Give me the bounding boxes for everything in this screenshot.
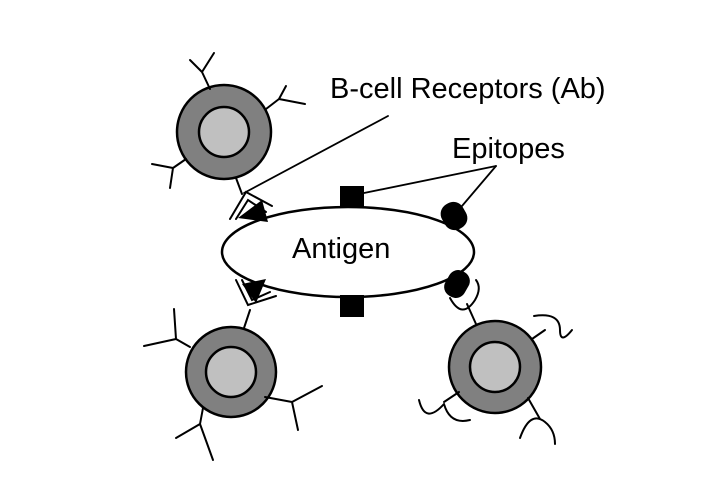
bcell-bottom-left-nucleus <box>204 345 258 399</box>
antibody-u-icon <box>418 391 471 422</box>
antibody-y-icon <box>265 85 306 110</box>
epitope-triangle-top-left <box>238 200 268 222</box>
antibody-y-icon <box>175 407 214 461</box>
antibody-u-icon <box>519 397 556 445</box>
antibody-y-icon <box>189 52 215 90</box>
receptor-bound-v-icon <box>235 279 277 329</box>
antibody-y-icon <box>264 385 323 431</box>
bcell-bottom-right-nucleus <box>468 340 522 394</box>
antibody-u-icon <box>531 314 573 340</box>
receptor-bound-v-icon <box>229 177 273 220</box>
leader-epitope-round <box>461 165 497 207</box>
antigen-label: Antigen <box>292 233 391 265</box>
receptors-label: B-cell Receptors (Ab) <box>330 73 606 105</box>
leader-epitope-square <box>363 165 497 194</box>
epitope-round-top-right <box>440 201 468 231</box>
bcell-top-left-nucleus <box>197 105 251 159</box>
antibody-y-icon <box>151 158 187 189</box>
bcell-bottom-left <box>143 279 323 461</box>
bcell-bottom-right <box>418 279 573 445</box>
epitope-round-bottom-right <box>444 270 470 298</box>
leader-receptors <box>243 115 389 194</box>
epitope-square-top <box>340 186 364 208</box>
epitope-square-bottom <box>340 295 364 317</box>
bcell-top-left <box>151 52 306 220</box>
epitopes-label: Epitopes <box>452 133 565 165</box>
antibody-y-icon <box>143 308 191 348</box>
receptor-bound-u-icon <box>449 279 480 325</box>
epitope-triangle-bottom-left <box>242 279 266 303</box>
